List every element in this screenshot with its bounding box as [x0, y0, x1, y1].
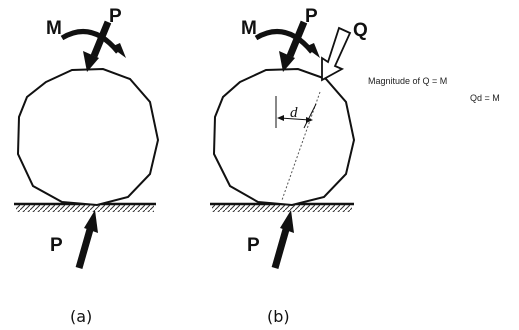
force-label-top-b: P [305, 6, 318, 27]
line-of-action-b [281, 91, 321, 201]
force-label-bottom-b: P [247, 235, 260, 256]
moment-arrow-b [254, 29, 320, 58]
note-line-2: Qd = M [470, 93, 500, 103]
distance-dimension-b [275, 96, 317, 129]
force-arrow-bottom-b [271, 210, 294, 269]
couple-force-arrow-b [321, 26, 352, 82]
moment-arrow-a [60, 29, 126, 58]
couple-force-label-b: Q [353, 20, 368, 41]
force-arrow-top-a [83, 20, 112, 72]
ground-hatch-a [16, 204, 154, 212]
force-arrow-bottom-a [75, 210, 98, 269]
moment-label-b: M [241, 18, 257, 39]
rigid-body-b [212, 67, 356, 207]
rigid-body-a [16, 67, 160, 207]
force-label-top-a: P [109, 6, 122, 27]
panel-a: M P P (a) [14, 6, 160, 326]
distance-label-b: d [290, 105, 298, 121]
ground-hatch-b [212, 204, 352, 212]
moment-label-a: M [46, 18, 62, 39]
panel-b: M P Q d P (b) [210, 6, 368, 326]
force-label-bottom-a: P [50, 235, 63, 256]
caption-a: (a) [70, 307, 92, 326]
note-line-1: Magnitude of Q = M [368, 76, 447, 86]
force-arrow-top-b [279, 20, 308, 72]
caption-b: (b) [267, 307, 290, 326]
magnitude-note: Magnitude of Q = M Qd = M [368, 76, 500, 103]
